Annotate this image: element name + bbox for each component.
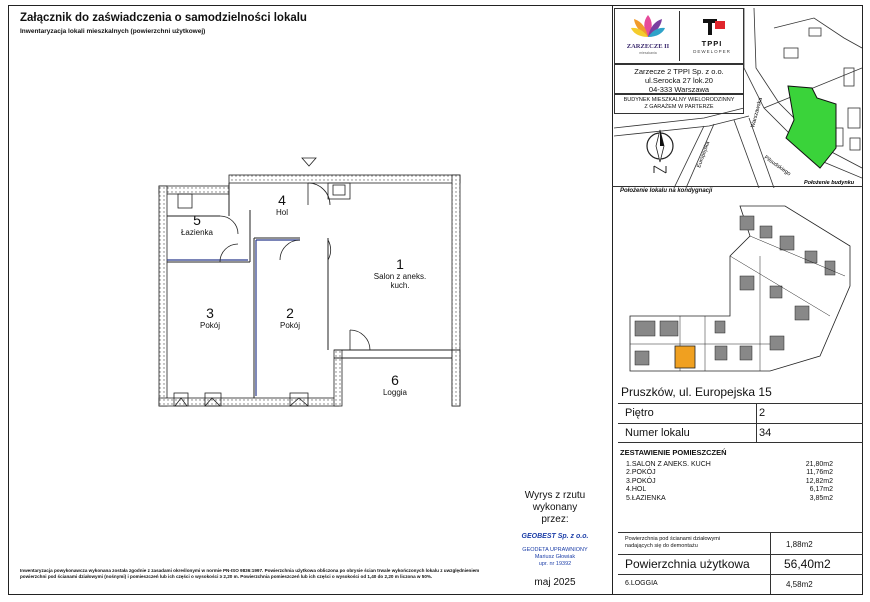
page-title: Załącznik do zaświadczenia o samodzielno… [20, 12, 307, 24]
floor-label: Piętro [625, 407, 654, 419]
usable-area-value: 56,40m2 [784, 557, 831, 571]
partition-label: Powierzchnia pod ścianami działowymi nad… [625, 536, 721, 549]
page-subtitle: Inwentaryzacja lokali mieszkalnych (powi… [20, 28, 206, 35]
street-warszawska: Warszawska [750, 96, 764, 128]
summary-row-area: 6,17m2 [809, 486, 833, 494]
map-separator [612, 186, 863, 187]
floor-plan [158, 157, 461, 407]
summary-row: 3.POKÓJ 12,82m2 [620, 478, 860, 486]
room-2-number: 2 [286, 305, 294, 321]
building-description: BUDYNEK MIESZKALNY WIELORODZINNY Z GARAŻ… [614, 94, 744, 114]
summary-row: 4.HOL 6,17m2 [620, 486, 860, 494]
address-line: Pruszków, ul. Europejska 15 [621, 385, 772, 399]
summary-row-name: 5.ŁAZIENKA [626, 494, 666, 502]
floor-separator [756, 404, 757, 423]
right-logo-name: TPPI [701, 39, 723, 48]
method-footnote: Inwentaryzacja powykonawcza wykonana zos… [20, 568, 480, 579]
floor-key-label: Położenie lokalu na kondygnacji [620, 188, 713, 194]
north-arrow-icon [646, 129, 674, 174]
usable-area-label: Powierzchnia użytkowa [625, 557, 750, 571]
location-map: Europejska Pilsudskiego Warszawska Położ… [614, 8, 862, 188]
drawn-by-label: Wyrys z rzutu wykonany przez: [524, 490, 586, 525]
building-line-2: Z GARAŻEM W PARTERZE [644, 104, 714, 110]
loggia-separator [770, 575, 771, 594]
room-summary: ZESTAWIENIE POMIESZCZEŃ 1.SALON Z ANEKS.… [620, 448, 860, 503]
street-europejska: Europejska [696, 140, 711, 169]
drawing-date: maj 2025 [534, 577, 576, 588]
sheet-frame [8, 5, 863, 595]
room-1-name: Salon z aneks. kuch. [373, 272, 427, 290]
room-4-label: 4 Hol [262, 192, 302, 217]
company-line-2: ul.Serocka 27 lok.20 [645, 76, 713, 85]
summary-row-name: 1.SALON Z ANEKS. KUCH [626, 461, 711, 468]
surveyor-stamp: GEODETA UPRAWNIONY Mariusz Głowiak upr. … [522, 547, 588, 567]
partition-value: 1,88m2 [786, 540, 813, 549]
room-5-label: 5 Łazienka [172, 212, 222, 237]
partition-row: Powierzchnia pod ścianami działowymi nad… [618, 532, 863, 554]
building-line-1: BUDYNEK MIESZKALNY WIELORODZINNY [623, 97, 735, 103]
room-5-number: 5 [193, 212, 201, 228]
company-line-1: Zarzecze 2 TPPI Sp. z o.o. [634, 67, 724, 76]
unit-label: Numer lokalu [625, 427, 690, 439]
room-4-number: 4 [278, 192, 286, 208]
summary-row-area: 12,82m2 [805, 477, 833, 485]
unit-separator [756, 424, 757, 443]
logo-separator [679, 11, 680, 61]
summary-row-area: 3,85m2 [809, 494, 833, 502]
room-1-number: 1 [396, 256, 404, 272]
room-1-label: 1 Salon z aneks. kuch. [360, 256, 440, 290]
room-3-name: Pokój [199, 321, 220, 330]
surveyor-company: GEOBEST Sp. z o.o. [521, 533, 589, 540]
company-line-3: 04-333 Warszawa [648, 85, 710, 94]
room-6-number: 6 [391, 372, 399, 388]
company-address: Zarzecze 2 TPPI Sp. z o.o. ul.Serocka 27… [614, 64, 744, 94]
room-3-label: 3 Pokój [190, 305, 230, 330]
room-2-label: 2 Pokój [270, 305, 310, 330]
summary-row-area: 21,80m2 [805, 461, 833, 468]
right-logo-sub: DEWELOPER [693, 49, 731, 54]
partition-separator [770, 533, 771, 554]
loggia-row: 6.LOGGIA 4,58m2 [618, 574, 863, 594]
room-6-name: Loggia [382, 388, 408, 397]
room-4-name: Hol [275, 208, 288, 217]
map-building-label: Położenie budynku [804, 180, 855, 186]
floor-value: 2 [759, 407, 766, 419]
summary-row: 5.ŁAZIENKA 3,85m2 [620, 495, 860, 503]
left-logo-sub: mieszkania [639, 51, 657, 55]
room-6-label: 6 Loggia [370, 372, 420, 397]
loggia-value: 4,58m2 [786, 580, 813, 589]
summary-row-name: 2.POKÓJ [626, 469, 656, 477]
panel-divider [612, 5, 613, 595]
summary-row: 2.POKÓJ 11,76m2 [620, 469, 860, 477]
left-logo-name: ZARZECZE II [626, 43, 670, 50]
unit-value: 34 [759, 427, 772, 439]
usable-area-row: Powierzchnia użytkowa 56,40m2 [618, 554, 863, 574]
room-3-number: 3 [206, 305, 214, 321]
lotus-logo-icon [631, 15, 665, 37]
tppi-logo-icon [703, 19, 725, 35]
logo-panel: ZARZECZE II mieszkania TPPI DEWELOPER [614, 8, 744, 64]
usable-area-separator [770, 555, 771, 574]
unit-row: Numer lokalu 34 [618, 423, 863, 443]
unit-highlight [674, 345, 696, 369]
room-2-name: Pokój [279, 321, 300, 330]
loggia-label: 6.LOGGIA [625, 580, 658, 587]
summary-row: 1.SALON Z ANEKS. KUCH 21,80m2 [620, 461, 860, 469]
floor-row: Piętro 2 [618, 403, 863, 423]
summary-row-name: 4.HOL [626, 486, 647, 494]
summary-row-name: 3.POKÓJ [626, 477, 656, 485]
summary-row-area: 11,76m2 [806, 469, 833, 477]
street-pilsudskiego: Pilsudskiego [763, 155, 792, 178]
floor-key-plan [629, 205, 851, 372]
room-5-name: Łazienka [180, 228, 214, 237]
summary-heading: ZESTAWIENIE POMIESZCZEŃ [620, 448, 727, 457]
